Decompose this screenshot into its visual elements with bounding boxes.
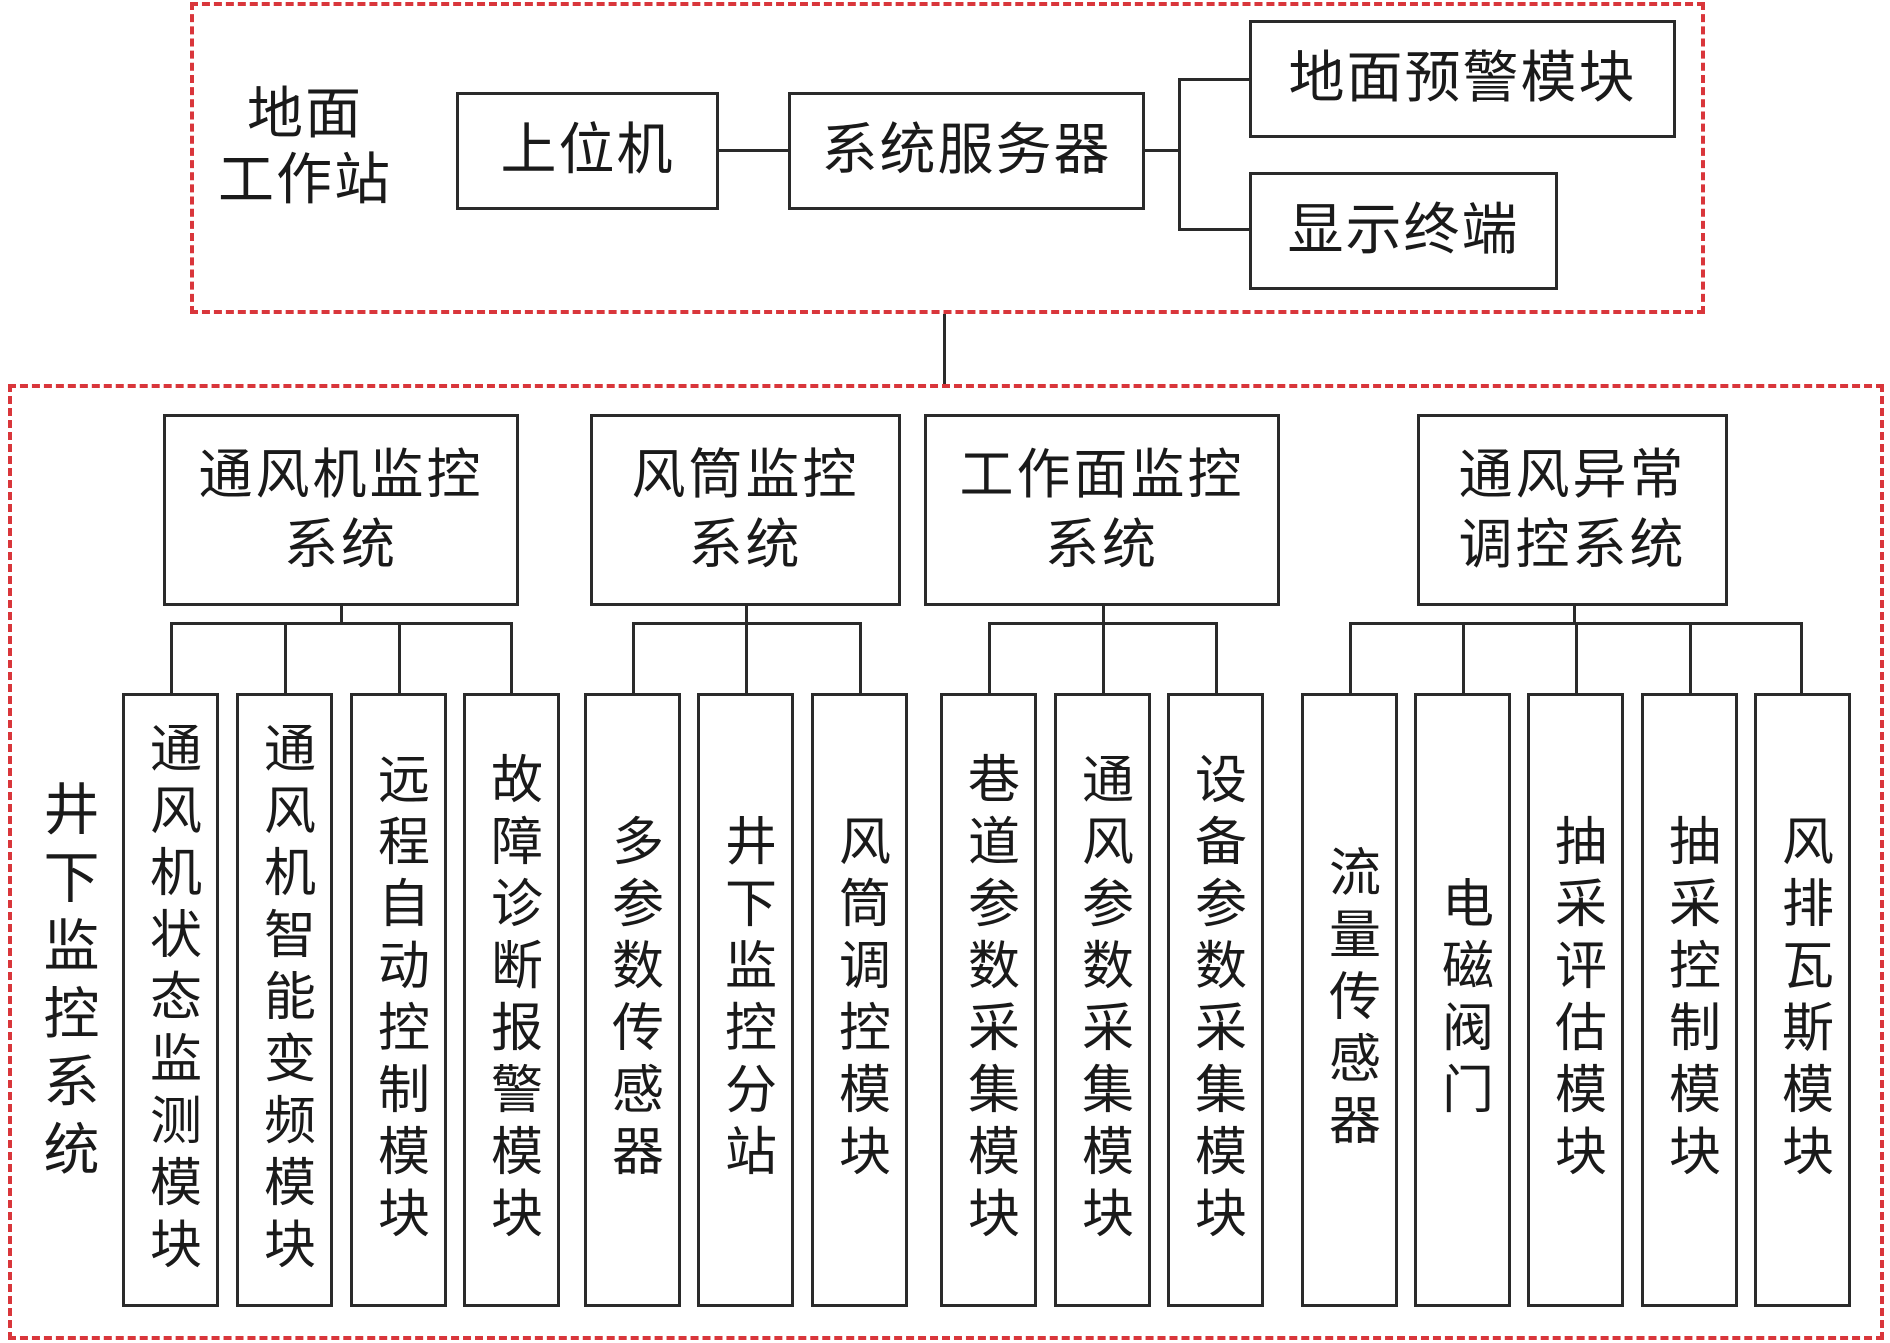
module-box: 流量传感器 bbox=[1301, 693, 1398, 1307]
drop-workface-2 bbox=[1102, 622, 1105, 693]
system-anomaly-line2: 调控系统 bbox=[1458, 513, 1687, 576]
connector-to-display bbox=[1178, 228, 1249, 231]
module-label: 设备参数采集模块 bbox=[1185, 752, 1246, 1248]
module-box: 多参数传感器 bbox=[584, 693, 681, 1307]
drop-workface-3 bbox=[1215, 622, 1218, 693]
module-box: 通风机状态监测模块 bbox=[122, 693, 219, 1307]
drop-anomaly-4 bbox=[1689, 622, 1692, 693]
surface-label-line2: 工作站 bbox=[218, 148, 392, 213]
module-label: 远程自动控制模块 bbox=[368, 752, 429, 1248]
system-box-anomaly: 通风异常 调控系统 bbox=[1417, 414, 1728, 606]
module-box: 抽采控制模块 bbox=[1641, 693, 1738, 1307]
system-fan-line2: 系统 bbox=[284, 513, 398, 576]
display-terminal-label: 显示终端 bbox=[1287, 198, 1520, 263]
module-box: 巷道参数采集模块 bbox=[940, 693, 1037, 1307]
underground-region-label: 井下监控系统 bbox=[34, 780, 99, 1188]
module-label: 抽采控制模块 bbox=[1659, 814, 1720, 1186]
system-duct-line1: 风筒监控 bbox=[631, 443, 860, 506]
drop-workface-1 bbox=[988, 622, 991, 693]
drop-fan-3 bbox=[398, 622, 401, 693]
stem-duct bbox=[745, 606, 748, 623]
drop-fan-1 bbox=[170, 622, 173, 693]
drop-anomaly-5 bbox=[1800, 622, 1803, 693]
module-label: 多参数传感器 bbox=[602, 814, 663, 1186]
system-fan-line1: 通风机监控 bbox=[198, 443, 484, 506]
module-box: 抽采评估模块 bbox=[1527, 693, 1624, 1307]
underground-region-border bbox=[8, 384, 1884, 1340]
module-box: 风排瓦斯模块 bbox=[1754, 693, 1851, 1307]
drop-duct-3 bbox=[859, 622, 862, 693]
drop-anomaly-3 bbox=[1575, 622, 1578, 693]
surface-label-line1: 地面 bbox=[247, 82, 363, 147]
surface-region-border bbox=[190, 2, 1705, 314]
system-workface-line1: 工作面监控 bbox=[959, 443, 1245, 506]
display-terminal-box: 显示终端 bbox=[1249, 172, 1558, 290]
system-duct-line2: 系统 bbox=[688, 513, 803, 576]
warning-module-label: 地面预警模块 bbox=[1288, 46, 1637, 111]
system-box-duct: 风筒监控 系统 bbox=[590, 414, 901, 606]
stem-fan bbox=[340, 606, 343, 623]
system-workface-line2: 系统 bbox=[1045, 513, 1159, 576]
stem-anomaly bbox=[1573, 606, 1576, 623]
bus-fan bbox=[170, 622, 512, 625]
drop-duct-2 bbox=[745, 622, 748, 693]
connector-to-warning bbox=[1178, 78, 1249, 81]
drop-fan-2 bbox=[284, 622, 287, 693]
module-box: 通风参数采集模块 bbox=[1054, 693, 1151, 1307]
server-label: 系统服务器 bbox=[821, 118, 1112, 183]
module-label: 通风机状态监测模块 bbox=[140, 721, 201, 1279]
host-pc-label: 上位机 bbox=[500, 118, 675, 183]
connector-pc-server bbox=[719, 149, 788, 152]
drop-anomaly-2 bbox=[1462, 622, 1465, 693]
module-label: 流量传感器 bbox=[1319, 845, 1380, 1155]
system-anomaly-line1: 通风异常 bbox=[1458, 443, 1687, 506]
module-box: 设备参数采集模块 bbox=[1167, 693, 1264, 1307]
module-label: 风排瓦斯模块 bbox=[1772, 814, 1833, 1186]
drop-duct-1 bbox=[632, 622, 635, 693]
surface-region-label: 地面 工作站 bbox=[210, 82, 400, 214]
connector-branch-vertical bbox=[1178, 78, 1181, 231]
warning-module-box: 地面预警模块 bbox=[1249, 20, 1676, 138]
module-label: 电磁阀门 bbox=[1432, 876, 1493, 1124]
system-box-fan: 通风机监控 系统 bbox=[163, 414, 519, 606]
module-label: 抽采评估模块 bbox=[1545, 814, 1606, 1186]
module-label: 井下监控分站 bbox=[715, 814, 776, 1186]
module-box: 通风机智能变频模块 bbox=[236, 693, 333, 1307]
module-label: 故障诊断报警模块 bbox=[481, 752, 542, 1248]
module-label: 风筒调控模块 bbox=[829, 814, 890, 1186]
module-label: 通风机智能变频模块 bbox=[254, 721, 315, 1279]
module-box: 电磁阀门 bbox=[1414, 693, 1511, 1307]
module-box: 风筒调控模块 bbox=[811, 693, 908, 1307]
drop-fan-4 bbox=[510, 622, 513, 693]
stem-workface bbox=[1102, 606, 1105, 623]
module-box: 远程自动控制模块 bbox=[350, 693, 447, 1307]
drop-anomaly-1 bbox=[1349, 622, 1352, 693]
host-pc-box: 上位机 bbox=[456, 92, 719, 210]
module-label: 通风参数采集模块 bbox=[1072, 752, 1133, 1248]
server-box: 系统服务器 bbox=[788, 92, 1145, 210]
module-box: 井下监控分站 bbox=[697, 693, 794, 1307]
system-box-workface: 工作面监控 系统 bbox=[924, 414, 1280, 606]
connector-server-branch bbox=[1145, 149, 1179, 152]
module-box: 故障诊断报警模块 bbox=[463, 693, 560, 1307]
module-label: 巷道参数采集模块 bbox=[958, 752, 1019, 1248]
connector-surface-underground bbox=[943, 314, 946, 384]
